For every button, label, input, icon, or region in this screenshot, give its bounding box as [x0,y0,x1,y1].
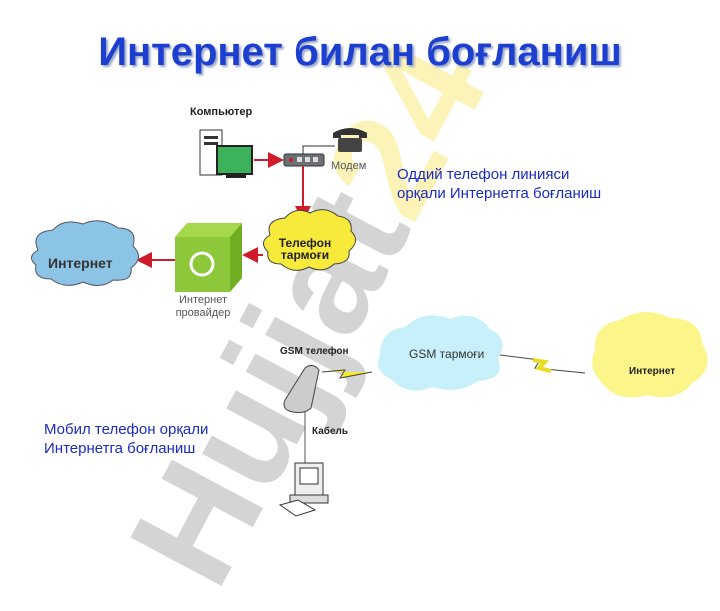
network-diagrams [31,128,708,517]
gsm-network-label: GSM тармоғи [409,347,485,361]
gsm-internet-label: Интернет [629,366,676,377]
modem-icon [283,153,325,167]
page-title: Интернет билан боғланиш [98,30,622,74]
cable-label: Кабель [312,426,349,437]
provider-label-line1: Интернет [179,294,227,306]
dialup-description: Оддий телефон линияси орқали Интернетга … [397,165,601,203]
gsm-description: Мобил телефон орқали Интернетга боғланиш [44,420,208,458]
gsm-network-cloud-icon [378,315,503,391]
phone-network-cloud-icon [263,209,356,271]
gsm-phone-label: GSM телефон [280,346,349,357]
phone-network-label-line2: тармоғи [280,248,330,262]
computer-icon [199,129,253,178]
modem-label: Модем [331,160,367,172]
gsm-phone-icon [283,364,320,413]
dialup-description-line1: Оддий телефон линияси [397,166,570,183]
internet-provider-icon [175,223,242,292]
phone-network-label-line1: Телефон [278,236,332,250]
provider-label: Интернет провайдер [168,294,238,320]
internet-label: Интернет [48,255,113,271]
gsm-description-line1: Мобил телефон орқали [44,421,209,438]
phone-network-label: Телефон тармоғи [275,237,335,261]
internet-cloud-icon-gsm [592,311,708,398]
gsm-description-line2: Интернетга боғланиш [44,440,196,457]
internet-cloud-icon [31,220,139,286]
dialup-description-line2: орқали Интернетга боғланиш [397,185,602,202]
computer-label: Компьютер [190,106,253,118]
provider-label-line2: провайдер [175,307,231,319]
telephone-icon [333,128,367,152]
desktop-computer-icon [278,462,329,517]
